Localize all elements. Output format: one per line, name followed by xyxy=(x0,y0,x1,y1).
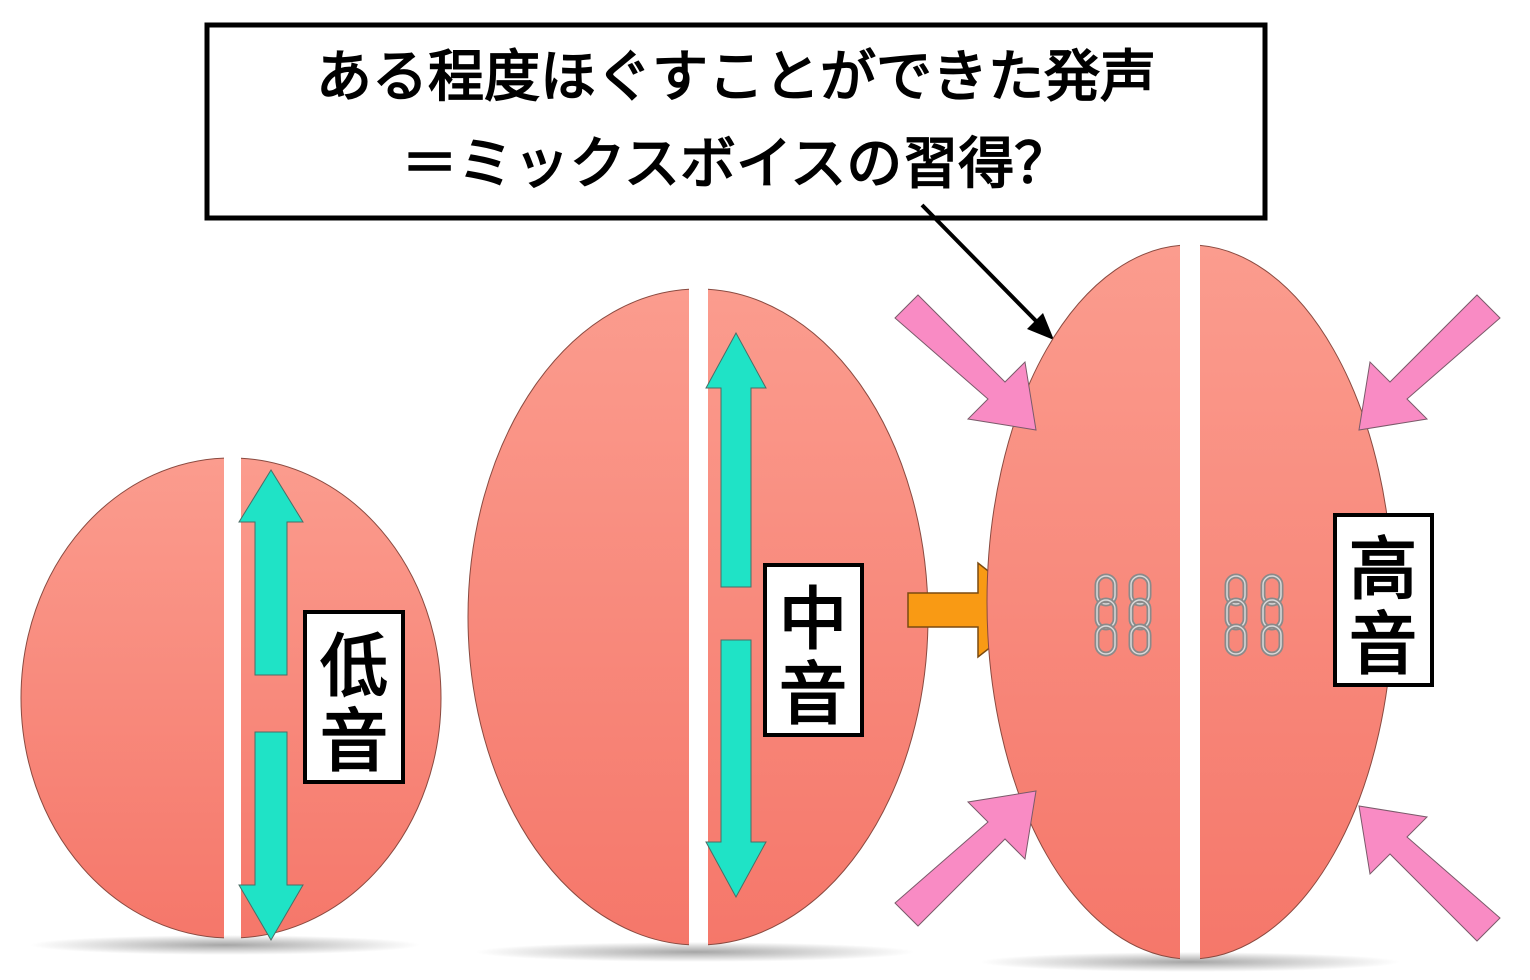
squeeze-arrow-icon xyxy=(894,294,1037,431)
mid-label-char-1: 中 xyxy=(779,581,847,660)
mid-fold: 中 音 xyxy=(467,288,929,962)
low-fold: 低 音 xyxy=(20,457,442,955)
caption-line2: ＝ミックスボイスの習得？ xyxy=(402,132,1071,197)
caption-line1: ある程度ほぐすことができた発声 xyxy=(316,45,1156,110)
mid-label-char-2: 音 xyxy=(779,656,847,735)
high-fold: 高 音 xyxy=(980,245,1434,972)
high-label-char-1: 高 xyxy=(1349,531,1417,610)
mid-fold-left xyxy=(467,288,689,946)
low-fold-left xyxy=(20,457,224,939)
caption-box: ある程度ほぐすことができた発声 ＝ミックスボイスの習得？ xyxy=(204,22,1268,221)
high-label-char-2: 音 xyxy=(1349,606,1417,685)
stretch-arrow-icon xyxy=(705,331,767,899)
low-label-char-2: 音 xyxy=(320,703,388,782)
squeeze-arrow-icon xyxy=(894,790,1037,927)
low-label: 低 音 xyxy=(303,610,405,784)
squeeze-arrow-icon xyxy=(1358,805,1501,942)
low-label-char-1: 低 xyxy=(320,628,388,707)
high-label: 高 音 xyxy=(1333,513,1434,687)
stretch-arrow-icon xyxy=(238,469,304,941)
mid-label: 中 音 xyxy=(763,563,864,737)
pointer-arrow-icon xyxy=(920,203,1054,340)
squeeze-arrow-icon xyxy=(1358,294,1501,431)
